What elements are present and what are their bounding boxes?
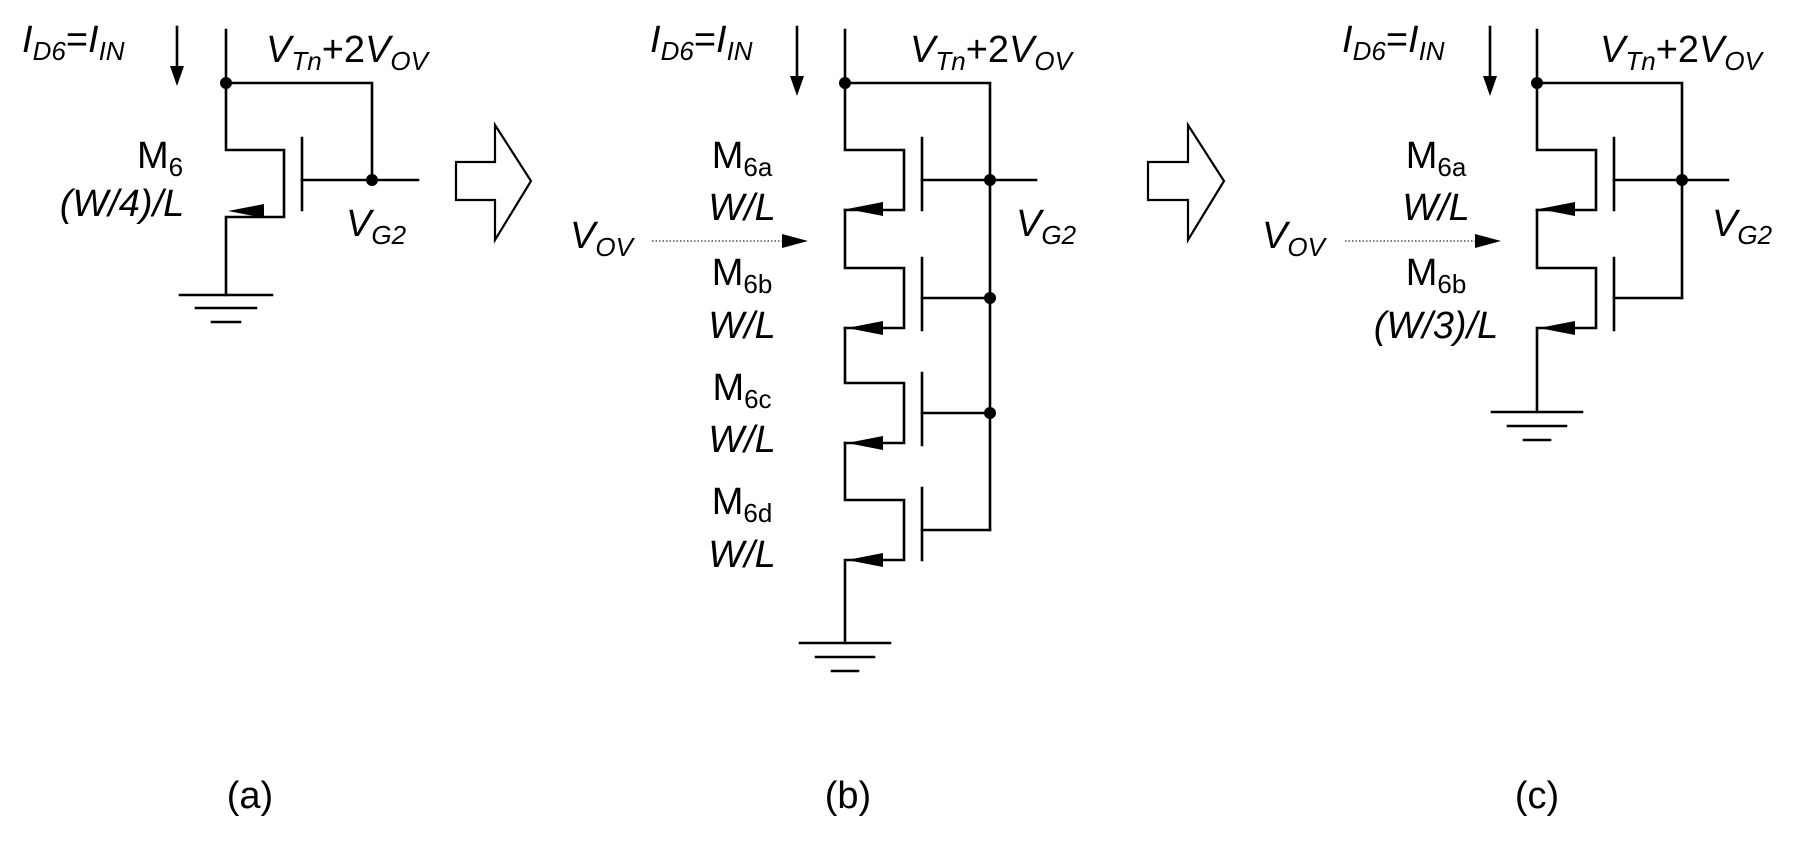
m6a-name: M6a — [712, 135, 773, 182]
transistor-m6a — [1535, 81, 1598, 212]
current-label: ID6=IIN — [650, 19, 753, 66]
m6d-size: W/L — [708, 534, 776, 576]
source-arrow — [228, 204, 264, 218]
m6a-size: W/L — [1402, 187, 1470, 229]
voltage-top-label: VTn+2VOV — [1600, 29, 1765, 76]
transistor-m6d — [843, 441, 906, 645]
vg2-label: VG2 — [1712, 203, 1773, 250]
caption-b: (b) — [825, 775, 871, 817]
m6a-name: M6a — [1406, 135, 1467, 182]
ground-icon — [1490, 410, 1584, 442]
panel-a: ID6=IIN VTn+2VOV M6 (W/4)/L VG2 (a) — [22, 19, 431, 817]
transistor-m6b — [1535, 208, 1598, 414]
vg2-label: VG2 — [1016, 203, 1077, 250]
m6d-name: M6d — [712, 481, 773, 528]
voltage-top-label: VTn+2VOV — [910, 29, 1075, 76]
big-right-arrow-icon — [1146, 121, 1226, 244]
current-label: ID6=IIN — [1342, 19, 1445, 66]
panel-c: ID6=IIN VTn+2VOV VOV VG2 M6a W/L M6b — [1262, 19, 1773, 817]
transistor-m6a — [843, 81, 906, 212]
current-label: ID6=IIN — [22, 19, 125, 66]
drain-wire — [224, 28, 374, 297]
vov-arrow — [782, 234, 808, 248]
m6b-name: M6b — [1406, 252, 1467, 299]
m6c-size: W/L — [708, 419, 776, 461]
down-arrow-icon — [790, 25, 804, 96]
transistor-m6b — [843, 208, 906, 330]
m6b-size: W/L — [708, 305, 776, 347]
vov-label: VOV — [570, 215, 636, 262]
down-arrow-icon — [1483, 25, 1497, 96]
transistor-m6-size: (W/4)/L — [60, 183, 185, 225]
m6b-name: M6b — [712, 252, 773, 299]
transistor-m6-name: M6 — [137, 135, 183, 182]
caption-c: (c) — [1515, 775, 1559, 817]
m6a-size: W/L — [708, 187, 776, 229]
transistor-m6c — [843, 326, 906, 445]
down-arrow-icon — [170, 25, 184, 86]
vg2-label: VG2 — [346, 203, 407, 250]
vov-arrow — [1475, 234, 1501, 248]
ground-icon — [798, 641, 892, 673]
caption-a: (a) — [227, 775, 273, 817]
m6b-size: (W/3)/L — [1374, 305, 1499, 347]
voltage-top-label: VTn+2VOV — [266, 29, 431, 76]
big-right-arrow-icon — [454, 121, 533, 244]
ground-icon — [178, 293, 274, 324]
vov-label: VOV — [1262, 215, 1328, 262]
panel-b: ID6=IIN VTn+2VOV — [570, 19, 1077, 817]
m6c-name: M6c — [712, 367, 771, 414]
